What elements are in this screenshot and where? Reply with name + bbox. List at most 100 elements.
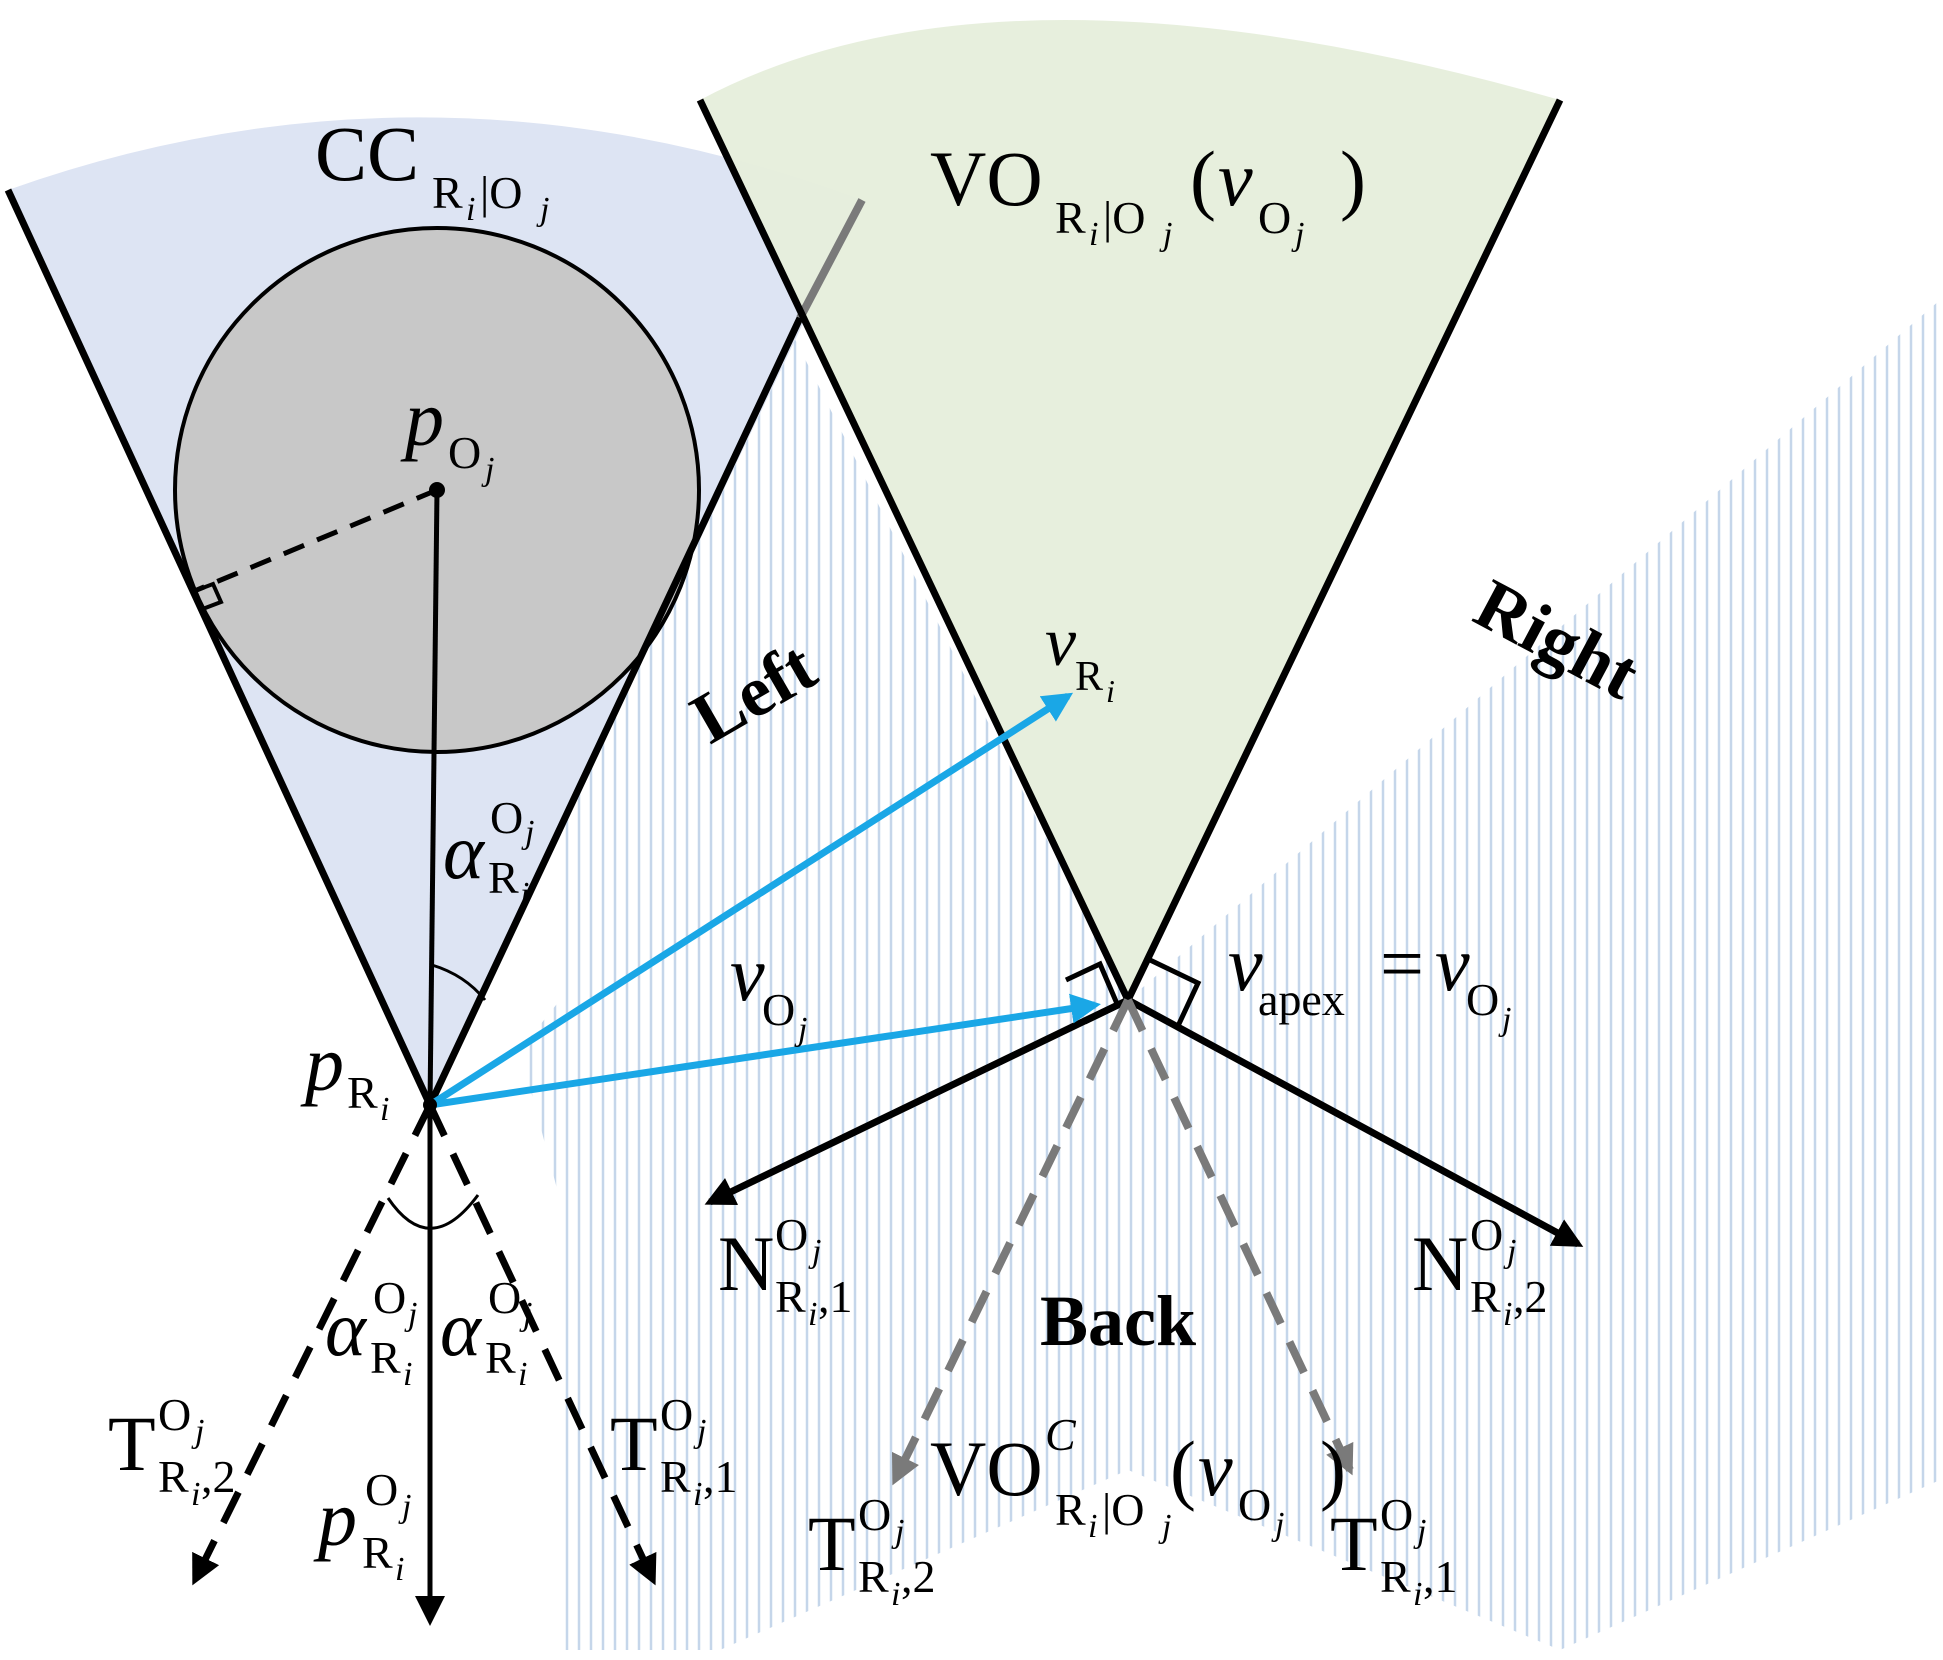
velocity-obstacle-label: VO R i |O j ( v O j ) — [930, 135, 1366, 253]
n1-sub-i: i — [808, 1296, 817, 1333]
v-apex-rhs-main: v — [1435, 920, 1470, 1007]
vt2-sup-j: j — [891, 1513, 904, 1550]
vo-right-edge — [1124, 98, 1564, 1002]
radius-right-angle-mark — [191, 581, 224, 612]
v-obstacle-main: v — [730, 930, 765, 1017]
normal-n2-arrow — [1126, 996, 1584, 1248]
cc-sub-bar: |O — [480, 167, 522, 218]
voc-arg-close: ) — [1320, 1425, 1346, 1512]
voc-sub-bar: |O — [1102, 1484, 1144, 1535]
alpha-sup: O — [490, 792, 523, 843]
cc-sub-i: i — [466, 191, 475, 228]
cc-edge-extension — [796, 198, 866, 320]
voc-arg-sub: O — [1238, 1479, 1271, 1530]
vt2-sub: R — [858, 1551, 889, 1602]
t2-sup: O — [158, 1389, 191, 1440]
vo-tangent-t2-label: T O j R i ,2 — [808, 1489, 936, 1613]
v-obstacle-arrow — [429, 993, 1101, 1109]
alpha-lr-main: α — [440, 1285, 483, 1372]
vt1-sup-j: j — [1413, 1513, 1426, 1550]
obstacle-position-label: p O j — [400, 375, 494, 488]
alpha-sup-j: j — [521, 814, 534, 851]
p-robot-sub-i: i — [380, 1091, 389, 1128]
vt1-sub: R — [1380, 1551, 1411, 1602]
alpha-sub: R — [488, 852, 519, 903]
alpha-label-upper: α O j R i — [443, 792, 534, 913]
velocity-obstacle-region — [700, 20, 1560, 1000]
v-obstacle-sub-j: j — [794, 1011, 807, 1048]
alpha-arc-lower — [386, 1194, 480, 1230]
t2-sub: R — [158, 1451, 189, 1502]
vo-sub-r: R — [1055, 192, 1086, 243]
collision-cone-label: CC R i |O j — [315, 110, 549, 228]
voc-sub-j: j — [1158, 1508, 1171, 1545]
vo-sub-j: j — [1159, 216, 1172, 253]
v-obstacle-label: v O j — [730, 930, 807, 1048]
p-rel-main: p — [313, 1475, 357, 1562]
vo-tangent-t1-label: T O j R i ,1 — [1330, 1489, 1458, 1613]
voc-arg-sub-j: j — [1271, 1506, 1284, 1543]
apex-right-angle-left — [1064, 960, 1122, 1025]
vo-complement-label: VO C R i |O j ( v O j ) — [930, 1409, 1346, 1545]
v-robot-main: v — [1045, 604, 1077, 681]
vt2-sub-i: i — [891, 1576, 900, 1613]
n2-sub: R — [1470, 1271, 1501, 1322]
v-apex-main: v — [1228, 920, 1263, 1007]
vo-arg-v: v — [1218, 135, 1253, 222]
alpha-label-lower-right: α O j R i — [440, 1272, 532, 1393]
n2-sub-i: i — [1503, 1296, 1512, 1333]
p-obstacle-main: p — [400, 375, 444, 462]
cc-right-edge — [426, 316, 804, 1107]
vo-main: VO — [930, 135, 1043, 222]
vt2-sup: O — [858, 1489, 891, 1540]
vt1-index: ,1 — [1423, 1551, 1458, 1602]
vo-sub-i: i — [1089, 216, 1098, 253]
n1-sub: R — [775, 1271, 806, 1322]
alpha-lr-sub-i: i — [518, 1356, 527, 1393]
vt1-sup: O — [1380, 1489, 1413, 1540]
p-rel-sub: R — [362, 1527, 393, 1578]
n1-main: N — [718, 1220, 774, 1307]
p-rel-sub-i: i — [395, 1551, 404, 1588]
n1-sup-j: j — [808, 1233, 821, 1270]
voc-main: VO — [930, 1425, 1043, 1512]
v-obstacle-sub: O — [762, 984, 795, 1035]
cc-sub-j: j — [536, 191, 549, 228]
alpha-arc-upper — [431, 963, 487, 1001]
cc-sub-r: R — [432, 167, 463, 218]
v-apex-eq: = — [1380, 920, 1424, 1007]
n2-index: ,2 — [1513, 1271, 1548, 1322]
vo-tangent-t1-dashed — [1124, 998, 1354, 1476]
p-rel-sup: O — [365, 1464, 398, 1515]
tangent-t2-label: T O j R i ,2 — [108, 1389, 236, 1513]
voc-arg-open: ( — [1170, 1425, 1196, 1512]
n1-index: ,1 — [818, 1271, 853, 1322]
t2-sup-j: j — [191, 1413, 204, 1450]
tangent-t1-dashed — [426, 1103, 657, 1586]
vt1-main: T — [1330, 1500, 1378, 1587]
t1-main: T — [610, 1400, 658, 1487]
alpha-lr-sub: R — [485, 1332, 516, 1383]
alpha-ll-sup: O — [373, 1272, 406, 1323]
n2-sup: O — [1470, 1209, 1503, 1260]
t1-sup: O — [660, 1389, 693, 1440]
relative-position-label: p O j R i — [313, 1464, 411, 1588]
radius-dashed-line — [191, 487, 438, 595]
p-rel-sup-j: j — [398, 1488, 411, 1525]
vo-arg-open: ( — [1190, 135, 1216, 222]
t1-sub: R — [660, 1451, 691, 1502]
p-robot-main: p — [300, 1020, 344, 1107]
t2-sub-i: i — [191, 1476, 200, 1513]
v-apex-rhs-sub-j: j — [1498, 1001, 1511, 1038]
tangent-t2-dashed — [191, 1103, 434, 1586]
v-apex-label: v apex = v O j — [1228, 920, 1511, 1038]
v-robot-sub-i: i — [1106, 673, 1115, 709]
n1-sup: O — [775, 1209, 808, 1260]
vo-arg-close: ) — [1340, 135, 1366, 222]
vo-arg-sub-j: j — [1291, 216, 1304, 253]
tangent-t1-label: T O j R i ,1 — [610, 1389, 738, 1513]
voc-sup: C — [1045, 1409, 1077, 1460]
t1-sup-j: j — [693, 1413, 706, 1450]
t2-main: T — [108, 1400, 156, 1487]
n2-main: N — [1412, 1220, 1468, 1307]
